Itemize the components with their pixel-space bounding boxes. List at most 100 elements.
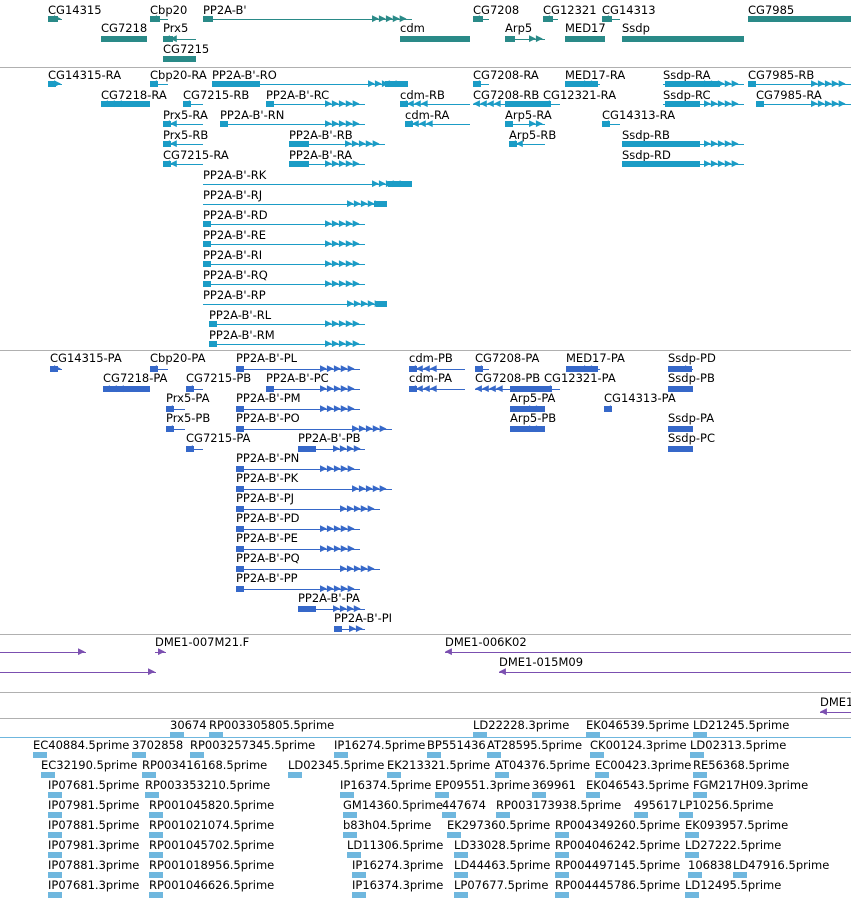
cg7215-ra-glyph[interactable] — [163, 164, 203, 165]
pp2a-b-rm-glyph[interactable] — [209, 344, 365, 345]
prx5-glyph[interactable] — [163, 39, 196, 40]
cg7215-glyph[interactable] — [163, 56, 196, 62]
ec32190-5prime-glyph[interactable] — [41, 772, 55, 778]
pp2a-b-pq-glyph[interactable] — [236, 569, 380, 570]
ld11306-5prime-glyph[interactable] — [347, 852, 361, 858]
lp10256-5prime-glyph[interactable] — [679, 812, 693, 818]
rp004445786-5prime-glyph[interactable] — [555, 892, 569, 898]
cg14313-ra-glyph[interactable] — [602, 124, 620, 125]
ck00124-3prime-glyph[interactable] — [590, 752, 604, 758]
pp2a-b-pp-glyph[interactable] — [236, 589, 360, 590]
pp2a-b-rl-glyph[interactable] — [209, 324, 365, 325]
ld02313-5prime-glyph[interactable] — [690, 752, 704, 758]
ssdp-glyph[interactable] — [622, 36, 744, 42]
ip07881-3prime-glyph[interactable] — [48, 872, 62, 878]
pp2a-b-pk-glyph[interactable] — [236, 489, 392, 490]
cg7218-glyph[interactable] — [101, 36, 147, 42]
pp2a-b-pm-glyph[interactable] — [236, 409, 360, 410]
rp001018956-5prime-glyph[interactable] — [149, 872, 163, 878]
ld33028-5prime-glyph[interactable] — [454, 852, 468, 858]
gm14360-5prime-glyph[interactable] — [343, 812, 357, 818]
re56368-5prime-glyph[interactable] — [693, 772, 707, 778]
ld27222-5prime-glyph[interactable] — [685, 852, 699, 858]
ip16374-3prime-glyph[interactable] — [352, 892, 366, 898]
pp2a-b-ri-glyph[interactable] — [203, 264, 365, 265]
ld21245-5prime-glyph[interactable] — [693, 732, 707, 738]
prx5-rb-glyph[interactable] — [163, 144, 203, 145]
bp551436-glyph[interactable] — [427, 752, 441, 758]
ip07881-5prime-glyph[interactable] — [48, 832, 62, 838]
rp001021074-5prime-glyph[interactable] — [149, 832, 163, 838]
med17-glyph[interactable] — [565, 36, 605, 42]
cdm-rb-glyph[interactable] — [400, 104, 470, 105]
cdm-ra-glyph[interactable] — [405, 124, 470, 125]
dme1-015m09-glyph[interactable] — [0, 672, 156, 673]
pp2a-b-pa-glyph[interactable] — [298, 609, 365, 610]
rp004497145-5prime-glyph[interactable] — [555, 872, 569, 878]
pp2a-b-rq-glyph[interactable] — [203, 284, 365, 285]
cg7985-ra-glyph[interactable] — [756, 104, 851, 105]
ssdp-rc-glyph[interactable] — [663, 104, 744, 105]
pp2a-b-rk-glyph[interactable] — [203, 184, 412, 185]
ec00423-3prime-glyph[interactable] — [595, 772, 609, 778]
rp001045702-5prime-glyph[interactable] — [149, 852, 163, 858]
pp2a-b-pe-glyph[interactable] — [236, 549, 360, 550]
prx5-pb-glyph[interactable] — [166, 429, 185, 430]
ip07681-5prime-glyph[interactable] — [48, 792, 62, 798]
rp001046626-5prime-glyph[interactable] — [149, 892, 163, 898]
pp2a-b-rb-glyph[interactable] — [289, 144, 385, 145]
dme1-015m09-glyph[interactable] — [499, 672, 851, 673]
pp2a-b-rn-glyph[interactable] — [220, 124, 365, 125]
pp2a-b-ra-glyph[interactable] — [289, 164, 365, 165]
pp2a-b-re-glyph[interactable] — [203, 244, 365, 245]
pp2a-b-rd-glyph[interactable] — [203, 224, 365, 225]
pp2a-b-pb-glyph[interactable] — [298, 449, 365, 450]
cdm-pb-glyph[interactable] — [409, 369, 465, 370]
cdm-glyph[interactable] — [400, 36, 470, 42]
pp2a-b-pc-glyph[interactable] — [266, 389, 360, 390]
ek297360-5prime-glyph[interactable] — [447, 832, 461, 838]
ssdp-pa-glyph[interactable] — [668, 426, 693, 432]
pp2a-b-ro-glyph[interactable] — [212, 84, 408, 85]
cg7208-ra-glyph[interactable] — [473, 84, 489, 85]
106838-glyph[interactable] — [688, 872, 702, 878]
ssdp-pc-glyph[interactable] — [668, 446, 693, 452]
fgm217h09-3prime-glyph[interactable] — [693, 792, 707, 798]
pp2a-b-rc-glyph[interactable] — [266, 104, 365, 105]
ip16274-5prime-glyph[interactable] — [334, 752, 348, 758]
pp2a-b-pl-glyph[interactable] — [236, 369, 360, 370]
rp004349260-5prime-glyph[interactable] — [555, 832, 569, 838]
ec40884-5prime-glyph[interactable] — [33, 752, 47, 758]
pp2a-b-rp-glyph[interactable] — [203, 304, 387, 305]
cbp20-ra-glyph[interactable] — [150, 84, 168, 85]
ip07981-3prime-glyph[interactable] — [48, 852, 62, 858]
cg7985-glyph[interactable] — [748, 16, 851, 22]
rp003416168-5prime-glyph[interactable] — [142, 772, 156, 778]
447674-glyph[interactable] — [442, 812, 456, 818]
rp004046242-5prime-glyph[interactable] — [555, 852, 569, 858]
3702858-glyph[interactable] — [132, 752, 146, 758]
ld47916-5prime-glyph[interactable] — [733, 872, 747, 878]
prx5-ra-glyph[interactable] — [163, 124, 203, 125]
cg12321-ra-glyph[interactable] — [543, 104, 560, 105]
ip07681-3prime-glyph[interactable] — [48, 892, 62, 898]
ssdp-pb-glyph[interactable] — [668, 386, 693, 392]
rp003257345-5prime-glyph[interactable] — [190, 752, 204, 758]
ek046543-5prime-glyph[interactable] — [586, 792, 600, 798]
pp2a-b-pi-glyph[interactable] — [334, 629, 365, 630]
arp5-rb-glyph[interactable] — [509, 144, 545, 145]
dme1-006k02-glyph[interactable] — [445, 652, 851, 653]
ld22228-3prime-glyph[interactable] — [473, 732, 487, 738]
ek093957-5prime-glyph[interactable] — [685, 832, 699, 838]
369961-glyph[interactable] — [532, 792, 546, 798]
ip16274-3prime-glyph[interactable] — [352, 872, 366, 878]
ld44463-5prime-glyph[interactable] — [454, 872, 468, 878]
at04376-5prime-glyph[interactable] — [495, 772, 509, 778]
dme1-glyph[interactable] — [820, 712, 851, 713]
dme1-007m21-f-glyph[interactable] — [0, 652, 86, 653]
pp2a-b-po-glyph[interactable] — [236, 429, 392, 430]
rp003353210-5prime-glyph[interactable] — [145, 792, 159, 798]
pp2a-b-pd-glyph[interactable] — [236, 529, 360, 530]
rp001045820-5prime-glyph[interactable] — [149, 812, 163, 818]
rp003305805-5prime-glyph[interactable] — [209, 732, 223, 738]
